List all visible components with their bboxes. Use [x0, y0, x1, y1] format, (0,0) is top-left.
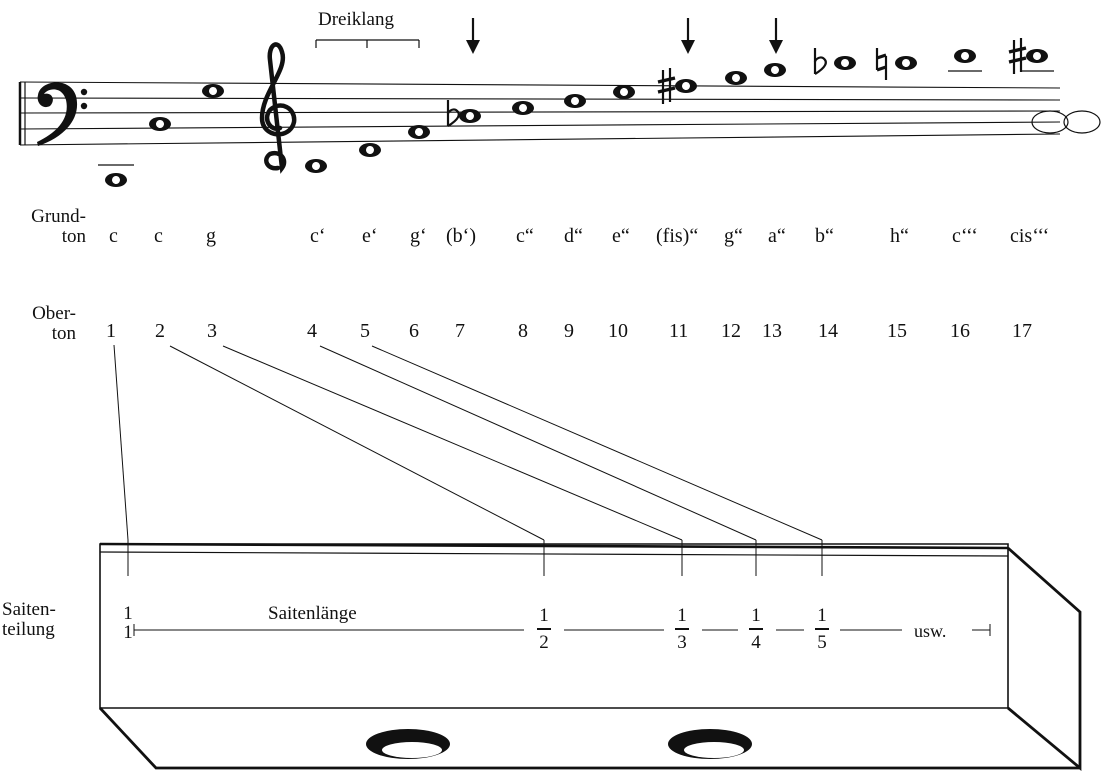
oberton-number: 3 [207, 320, 217, 342]
bass-clef-icon [37, 82, 88, 146]
note-heads [98, 49, 1054, 187]
string-box [98, 540, 1082, 771]
fraction-denominator: 3 [677, 631, 687, 653]
staff-line [19, 97, 1061, 101]
treble-clef-icon [259, 42, 297, 174]
fraction-1-2: 1 2 [534, 606, 554, 652]
grundton-note: g [206, 225, 216, 247]
oberton-number: 13 [762, 320, 782, 342]
grundton-note: c [154, 225, 163, 247]
down-arrow-icon [681, 18, 695, 54]
fraction-denominator: 5 [817, 631, 827, 653]
fraction-numerator: 1 [123, 603, 133, 624]
fraction-1-3: 1 3 [672, 606, 692, 652]
grundton-note: g‘ [410, 225, 427, 247]
grundton-note: h“ [890, 225, 909, 247]
oberton-number: 2 [155, 320, 165, 342]
oberton-number: 17 [1012, 320, 1032, 342]
oberton-label-line2: ton [51, 322, 76, 344]
fraction-bar [815, 628, 829, 630]
staff-line [19, 110, 1061, 114]
end-open-notes [1031, 110, 1101, 134]
fraction-1-4: 1 4 [746, 606, 766, 652]
fraction-numerator: 1 [677, 605, 687, 626]
string-line [99, 542, 1009, 550]
oberton-number: 9 [564, 320, 574, 342]
sound-holes [366, 729, 752, 759]
fraction-numerator: 1 [751, 605, 761, 626]
oberton-number: 10 [608, 320, 628, 342]
oberton-number: 14 [818, 320, 838, 342]
oberton-number: 4 [307, 320, 317, 342]
staff-line [19, 133, 1061, 146]
saiten-label-line1: Saiten- [2, 599, 56, 620]
saitenlaenge-label: Saitenlänge [268, 603, 357, 624]
fraction-denominator: 1 [123, 622, 133, 643]
staff-system [18, 81, 1061, 146]
fraction-numerator: 1 [539, 605, 549, 626]
oberton-number: 8 [518, 320, 528, 342]
flat-icon [446, 100, 460, 127]
fraction-1-1: 1 1 [118, 604, 138, 642]
oberton-number: 5 [360, 320, 370, 342]
connector-lines [113, 344, 823, 541]
accidentals [446, 38, 1027, 127]
grundton-label-line1: Grund- [31, 206, 86, 227]
oberton-number: 12 [721, 320, 741, 342]
usw-label: usw. [914, 621, 947, 641]
fraction-numerator: 1 [817, 605, 827, 626]
grundton-note: g“ [724, 225, 743, 247]
grundton-row-label: Grund- ton [6, 207, 86, 247]
oberton-number: 15 [887, 320, 907, 342]
oberton-number: 11 [669, 320, 689, 342]
natural-icon [875, 48, 888, 80]
grundton-note: cis‘‘‘ [1010, 225, 1050, 247]
grundton-note: b“ [815, 225, 834, 247]
fraction-bar [749, 628, 763, 630]
oberton-row-label: Ober- ton [6, 304, 76, 344]
grundton-note: c‘ [310, 225, 326, 247]
grundton-note: e‘ [362, 225, 378, 247]
sharp-icon [657, 68, 676, 104]
staff-line [19, 121, 1061, 130]
oberton-number: 16 [950, 320, 970, 342]
grundton-note: c [109, 225, 118, 247]
grundton-note: d“ [564, 225, 583, 247]
grundton-note: e“ [612, 225, 630, 247]
sharp-icon [1008, 38, 1027, 74]
oberton-label-line1: Ober- [32, 303, 76, 324]
fraction-bar [537, 628, 551, 630]
saiten-label-line2: teilung [2, 618, 55, 640]
down-arrow-icon [466, 18, 480, 54]
oberton-number: 7 [455, 320, 465, 342]
saitenteilung-row-label: Saiten- teilung [2, 600, 84, 640]
flat-icon [813, 48, 827, 75]
grundton-label-line2: ton [61, 225, 86, 247]
fraction-bar [675, 628, 689, 630]
dreiklang-label: Dreiklang [318, 9, 394, 30]
grundton-note: a“ [768, 225, 786, 247]
oberton-number: 1 [106, 320, 116, 342]
grundton-note: (b‘) [446, 225, 476, 247]
staff-line [19, 81, 1061, 89]
grundton-note: (fis)“ [656, 225, 699, 247]
oberton-number: 6 [409, 320, 419, 342]
fraction-denominator: 4 [751, 631, 761, 653]
fraction-denominator: 2 [539, 631, 549, 653]
grundton-note: c‘‘‘ [952, 225, 978, 247]
down-arrow-icons [466, 18, 783, 54]
down-arrow-icon [769, 18, 783, 54]
fraction-1-5: 1 5 [812, 606, 832, 652]
dreiklang-bracket [315, 39, 420, 48]
grundton-note: c“ [516, 225, 534, 247]
